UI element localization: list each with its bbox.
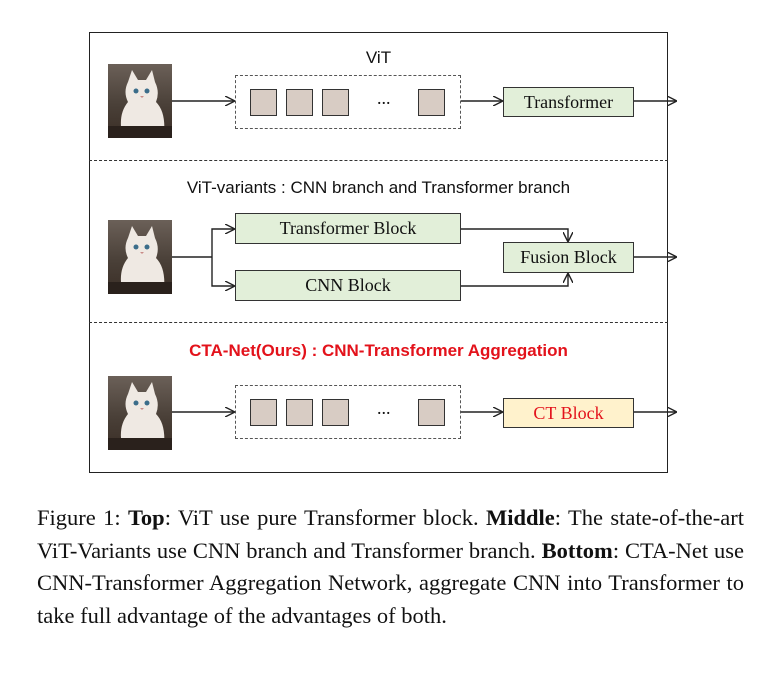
patch-token xyxy=(322,89,349,116)
caption-prefix: Figure 1: xyxy=(37,505,128,530)
patch-token xyxy=(286,399,313,426)
arrow xyxy=(461,228,568,241)
caption-bottom-text: : CTA-Net use CNN-Transformer Aggregatio… xyxy=(37,537,745,628)
patch-token-group: ... xyxy=(235,75,461,129)
caption-middle-label: Middle xyxy=(486,505,555,530)
patch-token xyxy=(286,89,313,116)
transformer-block: Transformer Block xyxy=(235,213,461,244)
section-divider xyxy=(89,160,668,161)
caption-top-text: : ViT use pure Transformer block. xyxy=(164,505,487,530)
caption-top-label: Top xyxy=(127,505,165,530)
middle-section-title: ViT-variants : CNN branch and Transforme… xyxy=(186,178,571,197)
patch-token xyxy=(418,399,445,426)
bottom-section-title: CTA-Net(Ours) : CNN-Transformer Aggregat… xyxy=(189,341,568,360)
patch-token-group: ... xyxy=(235,385,461,439)
patch-token xyxy=(322,399,349,426)
caption-bottom-label: Bottom xyxy=(541,537,613,563)
ellipsis: ... xyxy=(377,88,391,108)
patch-token xyxy=(250,89,277,116)
patch-token xyxy=(418,89,445,116)
arrow xyxy=(211,229,234,257)
fusion-block: Fusion Block xyxy=(503,242,634,273)
ellipsis: ... xyxy=(377,398,391,418)
cat-image xyxy=(108,376,172,450)
arrow xyxy=(211,257,234,286)
section-divider xyxy=(89,322,668,323)
figure-caption: Figure 1: Top: ViT use pure Transformer … xyxy=(37,502,744,632)
top-section-title: ViT xyxy=(365,48,392,67)
ct-block: CT Block xyxy=(503,398,634,428)
transformer-block: Transformer xyxy=(503,87,634,117)
arrow xyxy=(461,274,568,287)
cat-image xyxy=(108,64,172,138)
patch-token xyxy=(250,399,277,426)
cat-image xyxy=(108,220,172,294)
caption-middle-text: : The state-of-the-art ViT-Variants use … xyxy=(37,505,744,563)
cnn-block: CNN Block xyxy=(235,270,461,301)
